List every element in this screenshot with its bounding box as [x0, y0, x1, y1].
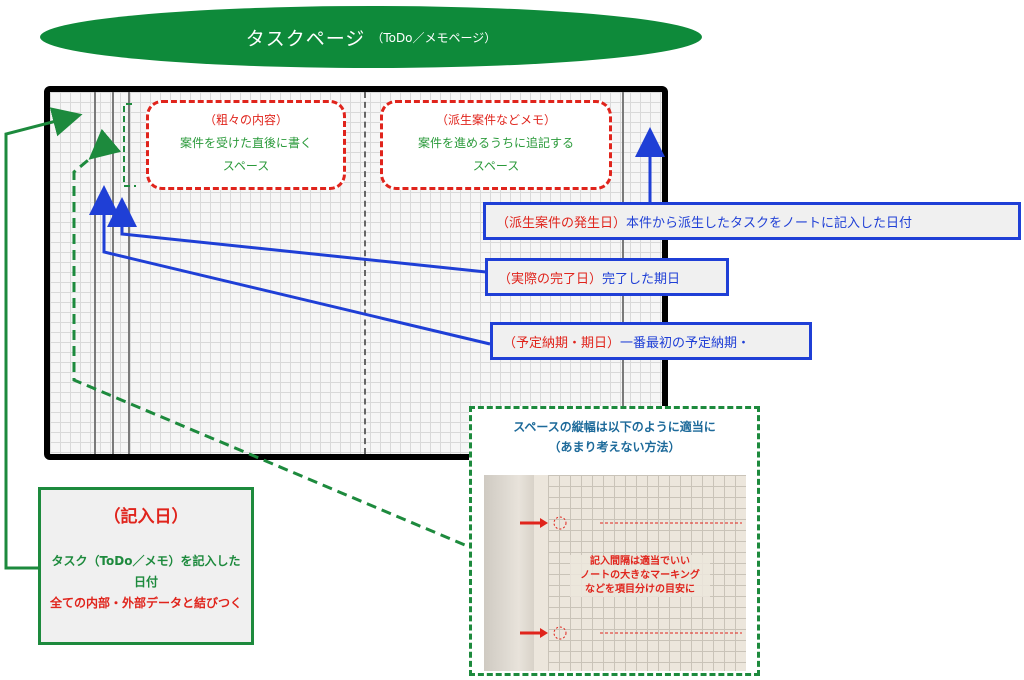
derived-date-callout: （派生案件の発生日） 本件から派生したタスクをノートに記入した日付 [483, 202, 1021, 240]
spacing-note-box: スペースの縦幅は以下のように適当に （あまり考えない方法） 記入間隔は適当でいい… [469, 406, 760, 676]
notebook-photo: 記入間隔は適当でいい ノートの大きなマーキング などを項目分けの目安に [484, 475, 746, 671]
photo-markers [520, 516, 742, 640]
rough-content-line2: スペース [222, 159, 270, 173]
green-bracket [123, 103, 136, 187]
spacing-dashed-connector [72, 128, 473, 550]
entry-date-connector [4, 107, 83, 570]
rough-content-heading: （粗々の内容） [203, 113, 288, 127]
derived-memo-line1: 案件を進めるうちに追記する [417, 136, 574, 150]
derived-date-text: 本件から派生したタスクをノートに記入した日付 [626, 215, 913, 231]
rough-content-line1: 案件を受けた直後に書く [179, 136, 312, 150]
planned-date-text: 一番最初の予定納期・ [620, 335, 751, 351]
planned-date-line [112, 92, 114, 454]
rough-content-box: （粗々の内容） 案件を受けた直後に書く スペース [146, 100, 346, 190]
planned-date-callout: （予定納期・期日） 一番最初の予定納期・ [490, 322, 812, 360]
planned-date-label: （予定納期・期日） [503, 335, 621, 351]
derived-memo-heading: （派生案件などメモ） [435, 113, 556, 127]
page-subtitle: （ToDo／メモページ） [371, 30, 497, 45]
entry-date-line [94, 92, 96, 454]
photo-note: 記入間隔は適当でいい ノートの大きなマーキング などを項目分けの目安に [570, 555, 710, 597]
entry-date-link-note: 全ての内部・外部データと結びつく [49, 596, 242, 610]
entry-date-desc: タスク（ToDo／メモ）を記入した日付 [51, 554, 241, 589]
actual-date-line [128, 92, 130, 454]
spacing-note-line2: （あまり考えない方法） [548, 440, 681, 454]
actual-date-callout: （実際の完了日） 完了した期日 [485, 258, 729, 296]
center-divider [364, 92, 366, 454]
entry-date-heading: （記入日） [103, 507, 189, 527]
actual-date-text: 完了した期日 [602, 271, 681, 287]
planned-date-arrow [89, 185, 491, 346]
page-title: タスクページ [245, 27, 366, 50]
derived-date-label: （派生案件の発生日） [496, 215, 627, 231]
entry-date-box: （記入日） タスク（ToDo／メモ）を記入した日付 全ての内部・外部データと結び… [38, 487, 254, 645]
actual-date-label: （実際の完了日） [498, 271, 603, 287]
derived-memo-line2: スペース [472, 159, 520, 173]
page-title-banner: タスクページ （ToDo／メモページ） [40, 6, 702, 68]
photo-note-line1: 記入間隔は適当でいい [590, 556, 690, 567]
notebook-spine [484, 475, 534, 671]
photo-note-line3: などを項目分けの目安に [585, 584, 695, 595]
derived-memo-box: （派生案件などメモ） 案件を進めるうちに追記する スペース [380, 100, 612, 190]
spacing-note-line1: スペースの縦幅は以下のように適当に [513, 420, 716, 434]
actual-date-arrow [107, 197, 487, 274]
photo-note-line2: ノートの大きなマーキング [580, 570, 700, 581]
